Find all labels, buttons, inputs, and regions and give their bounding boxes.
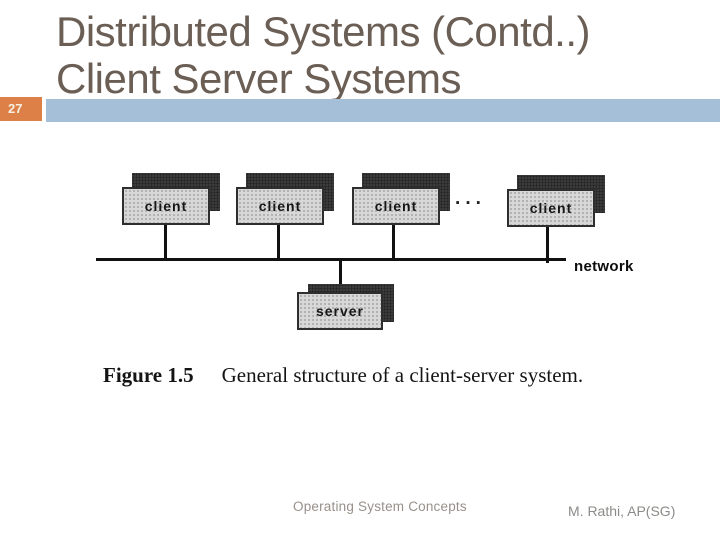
page-title: Distributed Systems (Contd..) Client Ser… xyxy=(56,8,716,102)
server-node: server xyxy=(297,284,394,330)
footer-course-title: Operating System Concepts xyxy=(293,499,467,514)
client-node: client xyxy=(122,173,220,225)
client-label: client xyxy=(374,198,418,214)
title-line-1: Distributed Systems (Contd..) xyxy=(56,8,591,55)
figure-number-label: Figure 1.5 xyxy=(103,363,194,387)
connector-line xyxy=(392,225,395,261)
title-line-2: Client Server Systems xyxy=(56,55,461,102)
client-node: client xyxy=(352,173,450,225)
server-label: server xyxy=(315,303,365,319)
connector-line xyxy=(277,225,280,259)
client-label: client xyxy=(144,198,188,214)
client-label: client xyxy=(258,198,302,214)
client-node: client xyxy=(236,173,334,225)
caption-text: General structure of a client-server sys… xyxy=(221,363,584,387)
header-divider-bar xyxy=(46,99,720,122)
client-node: client xyxy=(507,175,605,227)
figure-caption: Figure 1.5 General structure of a client… xyxy=(103,363,663,388)
client-box: client xyxy=(236,187,324,225)
client-label: client xyxy=(529,200,573,216)
connector-line xyxy=(164,225,167,259)
client-box: client xyxy=(507,189,595,227)
client-box: client xyxy=(352,187,440,225)
client-box: client xyxy=(122,187,210,225)
ellipsis-dots: ··· xyxy=(455,193,486,214)
connector-line xyxy=(339,260,342,293)
slide-number-badge: 27 xyxy=(0,97,42,121)
network-bus-line xyxy=(96,258,566,261)
footer-author: M. Rathi, AP(SG) xyxy=(568,503,676,519)
connector-line xyxy=(546,227,549,263)
server-box: server xyxy=(297,292,383,330)
network-label: network xyxy=(574,258,634,275)
